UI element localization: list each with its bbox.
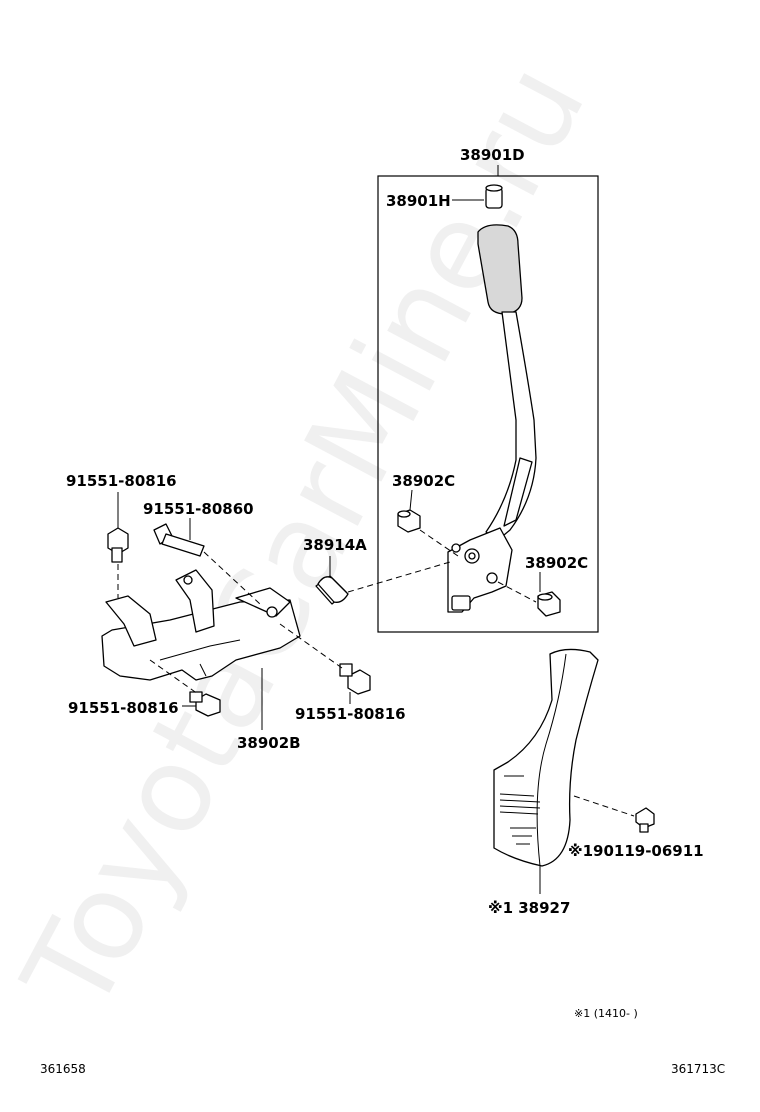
footnote: ※1 (1410- ) xyxy=(574,1007,638,1020)
lever-bracket xyxy=(101,569,301,681)
footer-right-code: 361713C xyxy=(671,1062,725,1076)
label-38901D: 38901D xyxy=(460,146,525,164)
label-38902C-lower: 38902C xyxy=(525,554,588,572)
lever-assembly-box xyxy=(377,175,599,633)
label-38901H: 38901H xyxy=(386,192,451,210)
bushing-lower xyxy=(537,591,561,617)
lever-knob-cap xyxy=(485,184,503,209)
label-91551-80816-top: 91551-80816 xyxy=(66,472,177,490)
screw xyxy=(635,807,655,833)
parking-brake-lever xyxy=(447,224,537,613)
label-38902C-upper: 38902C xyxy=(392,472,455,490)
bushing-upper xyxy=(397,509,421,533)
label-91551-80816-bottom-left: 91551-80816 xyxy=(68,699,179,717)
lever-cover xyxy=(493,648,599,867)
label-38914A: 38914A xyxy=(303,536,367,554)
bolt-long xyxy=(153,523,205,557)
label-90119-06911: ※190119-06911 xyxy=(568,842,704,860)
footer-left-code: 361658 xyxy=(40,1062,86,1076)
bolt-bottom-left xyxy=(189,691,221,717)
collar xyxy=(315,575,349,605)
bolt-top-left xyxy=(107,527,129,563)
label-38902B: 38902B xyxy=(237,734,301,752)
bolt-bottom-right xyxy=(339,663,371,695)
label-91551-80816-bottom-right: 91551-80816 xyxy=(295,705,406,723)
label-38927: ※1 38927 xyxy=(488,899,570,917)
label-91551-80860: 91551-80860 xyxy=(143,500,254,518)
